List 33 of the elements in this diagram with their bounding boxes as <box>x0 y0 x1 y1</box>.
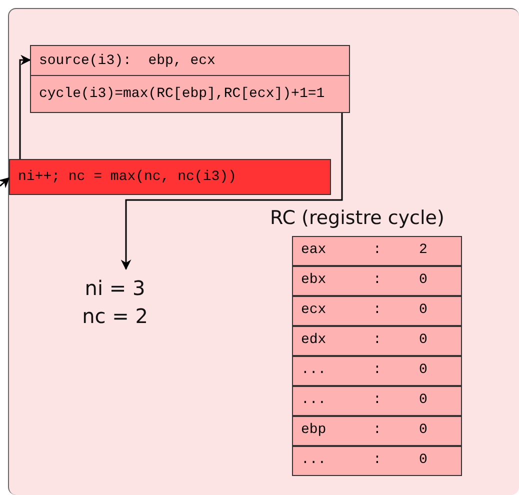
code-box: source(i3): ebp, ecx <box>30 45 350 76</box>
arrow <box>120 113 343 270</box>
code-box: cycle(i3)=max(RC[ebp],RC[ecx])+1=1 <box>30 75 350 113</box>
register-value: 0 <box>419 392 428 408</box>
code-box: ni++; nc = max(nc, nc(i3)) <box>9 159 331 195</box>
separator: : <box>373 242 382 258</box>
arrow <box>19 54 32 159</box>
separator: : <box>373 272 382 288</box>
register-value: 2 <box>419 242 428 258</box>
arrow <box>0 177 10 188</box>
register-name: ... <box>301 392 326 408</box>
equation-text: nc = 2 <box>81 304 149 328</box>
separator: : <box>373 302 382 318</box>
equation-text: ni = 3 <box>84 276 146 300</box>
separator: : <box>373 332 382 348</box>
separator: : <box>373 452 382 468</box>
register-name: ... <box>301 362 326 378</box>
register-value: 0 <box>419 272 428 288</box>
register-value: 0 <box>419 362 428 378</box>
separator: : <box>373 392 382 408</box>
register-value: 0 <box>419 452 428 468</box>
register-value: 0 <box>419 422 428 438</box>
register-name: ... <box>301 452 326 468</box>
separator: : <box>373 362 382 378</box>
register-name: ebp <box>301 422 326 438</box>
separator: : <box>373 422 382 438</box>
register-name: edx <box>301 332 326 348</box>
table-title: RC (registre cycle) <box>270 207 444 229</box>
register-name: ebx <box>301 272 326 288</box>
register-name: ecx <box>301 302 326 318</box>
register-value: 0 <box>419 332 428 348</box>
register-value: 0 <box>419 302 428 318</box>
register-name: eax <box>301 242 326 258</box>
